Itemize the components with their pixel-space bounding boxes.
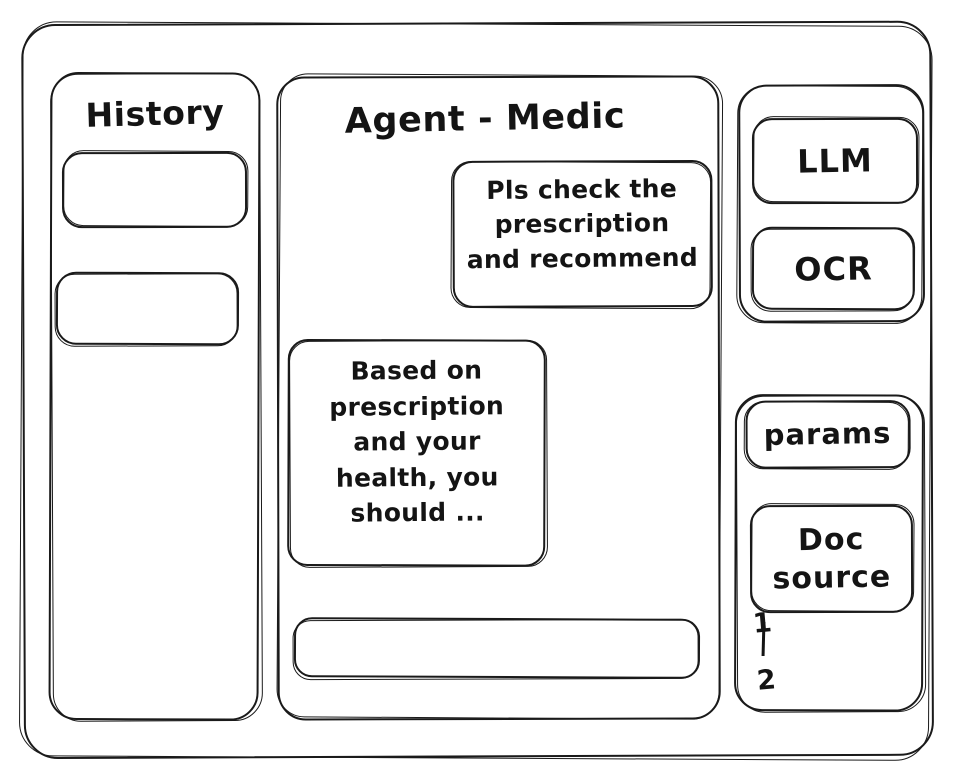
history-item-2[interactable] <box>54 271 240 347</box>
ocr-button-label: OCR <box>794 248 873 289</box>
history-panel-title: History <box>84 92 226 135</box>
composer-input[interactable] <box>292 617 701 681</box>
message-bubble-assistant: Based on prescription and your health, y… <box>287 338 549 568</box>
message-bubble-user: Pls check the prescription and recommend <box>450 159 713 310</box>
history-item-1[interactable] <box>61 149 249 229</box>
assistant-message-text: Based on prescription and your health, y… <box>329 355 505 528</box>
ocr-button[interactable]: OCR <box>750 226 916 312</box>
agent-panel-title: Agent - Medic <box>344 96 626 142</box>
source-item-2-label[interactable]: 2 <box>755 664 778 697</box>
user-message-text: Pls check the prescription and recommend <box>466 174 699 274</box>
history-item-1-stroke-inner <box>63 149 249 228</box>
doc-source-label: Doc source <box>772 521 892 597</box>
composer-stroke-inner <box>292 618 699 681</box>
doc-source-button[interactable]: Doc source <box>749 503 915 614</box>
llm-button-label: LLM <box>796 141 874 181</box>
history-item-2-stroke-inner <box>54 273 238 347</box>
llm-button[interactable]: LLM <box>751 116 920 205</box>
params-button[interactable]: params <box>743 400 911 471</box>
params-button-label: params <box>763 415 892 452</box>
source-item-1-label[interactable]: 1 <box>751 607 774 640</box>
